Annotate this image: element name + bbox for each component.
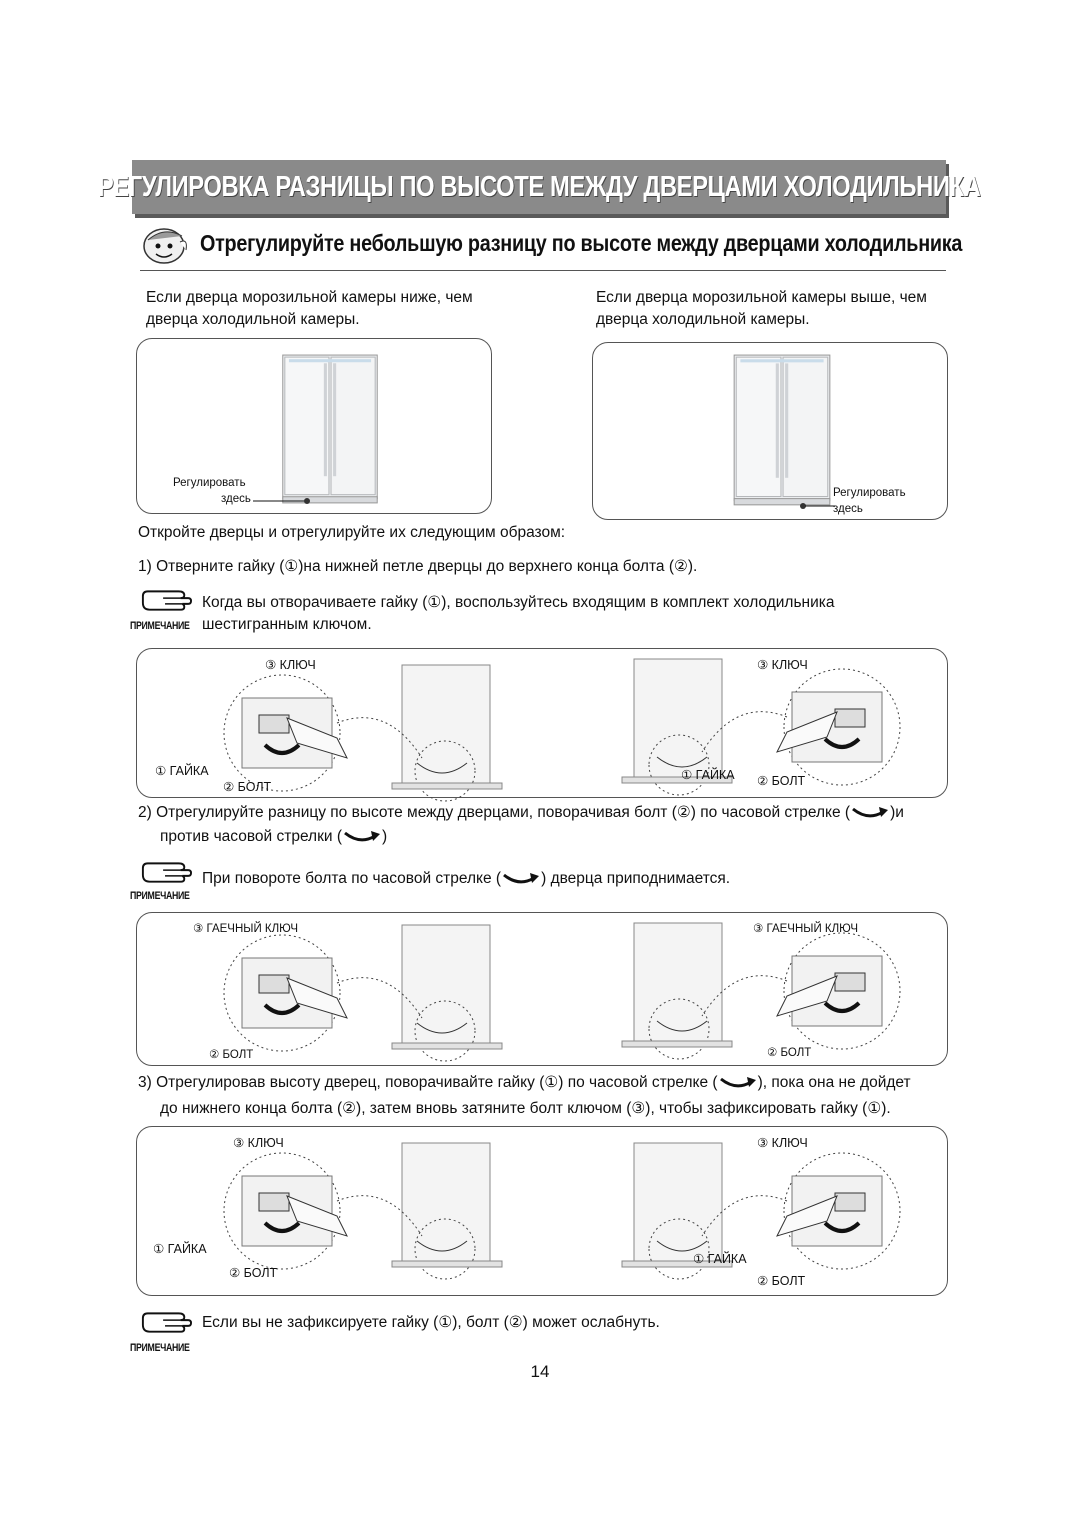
- bolt-label: ② БОЛТ: [229, 1266, 278, 1280]
- note-1-text: Когда вы отворачиваете гайку (①), воспол…: [202, 592, 835, 636]
- key-label: ③ КЛЮЧ: [265, 658, 316, 672]
- open-doors-text: Откройте дверцы и отрегулируйте их следу…: [138, 524, 566, 541]
- pointer-line: [253, 498, 310, 504]
- step-3-line1: 3) Отрегулировав высоту дверец, поворачи…: [138, 1072, 911, 1094]
- step-1: 1) Отверните гайку (①)на нижней петле дв…: [138, 558, 698, 575]
- wrench-label: ③ ГАЕЧНЫЙ КЛЮЧ: [193, 923, 299, 935]
- hinge-figure-1: ③ КЛЮЧ ① ГАЙКА ② БОЛТ ③ КЛЮЧ ① ГАЙКА ② Б…: [136, 648, 948, 798]
- adjust-label-right-1: Регулировать: [833, 487, 906, 499]
- nut-label: ① ГАЙКА: [153, 1242, 207, 1256]
- note-2-text: При повороте болта по часовой стрелке ()…: [202, 868, 730, 890]
- pointer-line: [800, 503, 835, 509]
- page-number: 14: [530, 1362, 550, 1381]
- step-2-line1: 2) Отрегулируйте разницу по высоте между…: [138, 802, 904, 824]
- note-hand-icon: [140, 1310, 192, 1336]
- bolt-label: ② БОЛТ: [757, 1274, 806, 1288]
- note-label: ПРИМЕЧАНИЕ: [130, 1342, 190, 1354]
- intro-left-line2: дверца холодильной камеры.: [146, 311, 360, 328]
- intro-right-line2: дверца холодильной камеры.: [596, 311, 810, 328]
- step-2-line2: против часовой стрелки (): [160, 826, 387, 848]
- step-3-line2: до нижнего конца болта (②), затем вновь …: [160, 1100, 891, 1117]
- hinge-illustration-right: [557, 1141, 937, 1281]
- intro-left-line1: Если дверца морозильной камеры ниже, чем: [146, 289, 473, 306]
- hinge-figure-2: ③ ГАЕЧНЫЙ КЛЮЧ ② БОЛТ ③ ГАЕЧНЫЙ КЛЮЧ ② Б…: [136, 912, 948, 1066]
- page-title: РЕГУЛИРОВКА РАЗНИЦЫ ПО ВЫСОТЕ МЕЖДУ ДВЕР…: [97, 170, 981, 203]
- adjust-label-right-2: здесь: [833, 503, 863, 515]
- bolt-label: ② БОЛТ: [209, 1049, 254, 1061]
- key-label: ③ КЛЮЧ: [757, 1136, 808, 1150]
- hinge-figure-3: ③ КЛЮЧ ① ГАЙКА ② БОЛТ ③ КЛЮЧ ① ГАЙКА ② Б…: [136, 1126, 948, 1296]
- adjust-label-left-1: Регулировать: [173, 477, 246, 489]
- counterclockwise-arrow-icon: [342, 829, 382, 845]
- note-label: ПРИМЕЧАНИЕ: [130, 620, 190, 632]
- intro-left: Если дверца морозильной камеры ниже, чем…: [146, 287, 473, 331]
- note-label: ПРИМЕЧАНИЕ: [130, 890, 190, 902]
- wrench-label: ③ ГАЕЧНЫЙ КЛЮЧ: [753, 923, 859, 935]
- bolt-label: ② БОЛТ: [767, 1047, 812, 1059]
- note-1-line1: Когда вы отворачиваете гайку (①), воспол…: [202, 594, 835, 611]
- subtitle: Отрегулируйте небольшую разницу по высот…: [200, 230, 963, 256]
- hinge-illustration-left: [187, 923, 567, 1063]
- nut-label: ① ГАЙКА: [155, 764, 209, 778]
- step-2-text-d: ): [382, 828, 388, 845]
- note-2-text-a: При повороте болта по часовой стрелке (: [202, 870, 502, 887]
- divider: [140, 270, 946, 271]
- intro-right: Если дверца морозильной камеры выше, чем…: [596, 287, 927, 331]
- mascot-icon: [140, 222, 190, 266]
- key-label: ③ КЛЮЧ: [757, 658, 808, 672]
- key-label: ③ КЛЮЧ: [233, 1136, 284, 1150]
- note-hand-icon: [140, 588, 192, 614]
- step-2-text-b: )и: [890, 804, 904, 821]
- clockwise-arrow-icon: [501, 871, 541, 887]
- fridge-figure-right: Регулировать здесь: [592, 342, 948, 520]
- note-1-line2: шестигранным ключом.: [202, 616, 372, 633]
- step-3-text-b: ), пока она не дойдет: [757, 1074, 911, 1091]
- hinge-illustration-right: [557, 657, 937, 797]
- fridge-image: [271, 353, 389, 507]
- step-2-text-c: против часовой стрелки (: [160, 828, 343, 845]
- bolt-label: ② БОЛТ: [757, 774, 806, 788]
- fridge-figure-left: Регулировать здесь: [136, 338, 492, 514]
- hinge-illustration-right: [557, 921, 937, 1061]
- page-title-bar: РЕГУЛИРОВКА РАЗНИЦЫ ПО ВЫСОТЕ МЕЖДУ ДВЕР…: [98, 160, 981, 214]
- step-2-text-a: 2) Отрегулируйте разницу по высоте между…: [138, 804, 851, 821]
- note-hand-icon: [140, 860, 192, 886]
- adjust-label-left-2: здесь: [221, 493, 251, 505]
- intro-right-line1: Если дверца морозильной камеры выше, чем: [596, 289, 927, 306]
- bolt-label: ② БОЛТ: [223, 780, 272, 794]
- note-2-text-b: ) дверца приподнимается.: [541, 870, 731, 887]
- step-3-text-a: 3) Отрегулировав высоту дверец, поворачи…: [138, 1074, 718, 1091]
- hinge-illustration-left: [187, 1141, 567, 1281]
- nut-label: ① ГАЙКА: [681, 768, 735, 782]
- nut-label: ① ГАЙКА: [693, 1252, 747, 1266]
- fridge-image: [729, 353, 835, 509]
- note-3-text: Если вы не зафиксируете гайку (①), болт …: [202, 1314, 660, 1331]
- clockwise-arrow-icon: [850, 805, 890, 821]
- clockwise-arrow-icon: [718, 1075, 758, 1091]
